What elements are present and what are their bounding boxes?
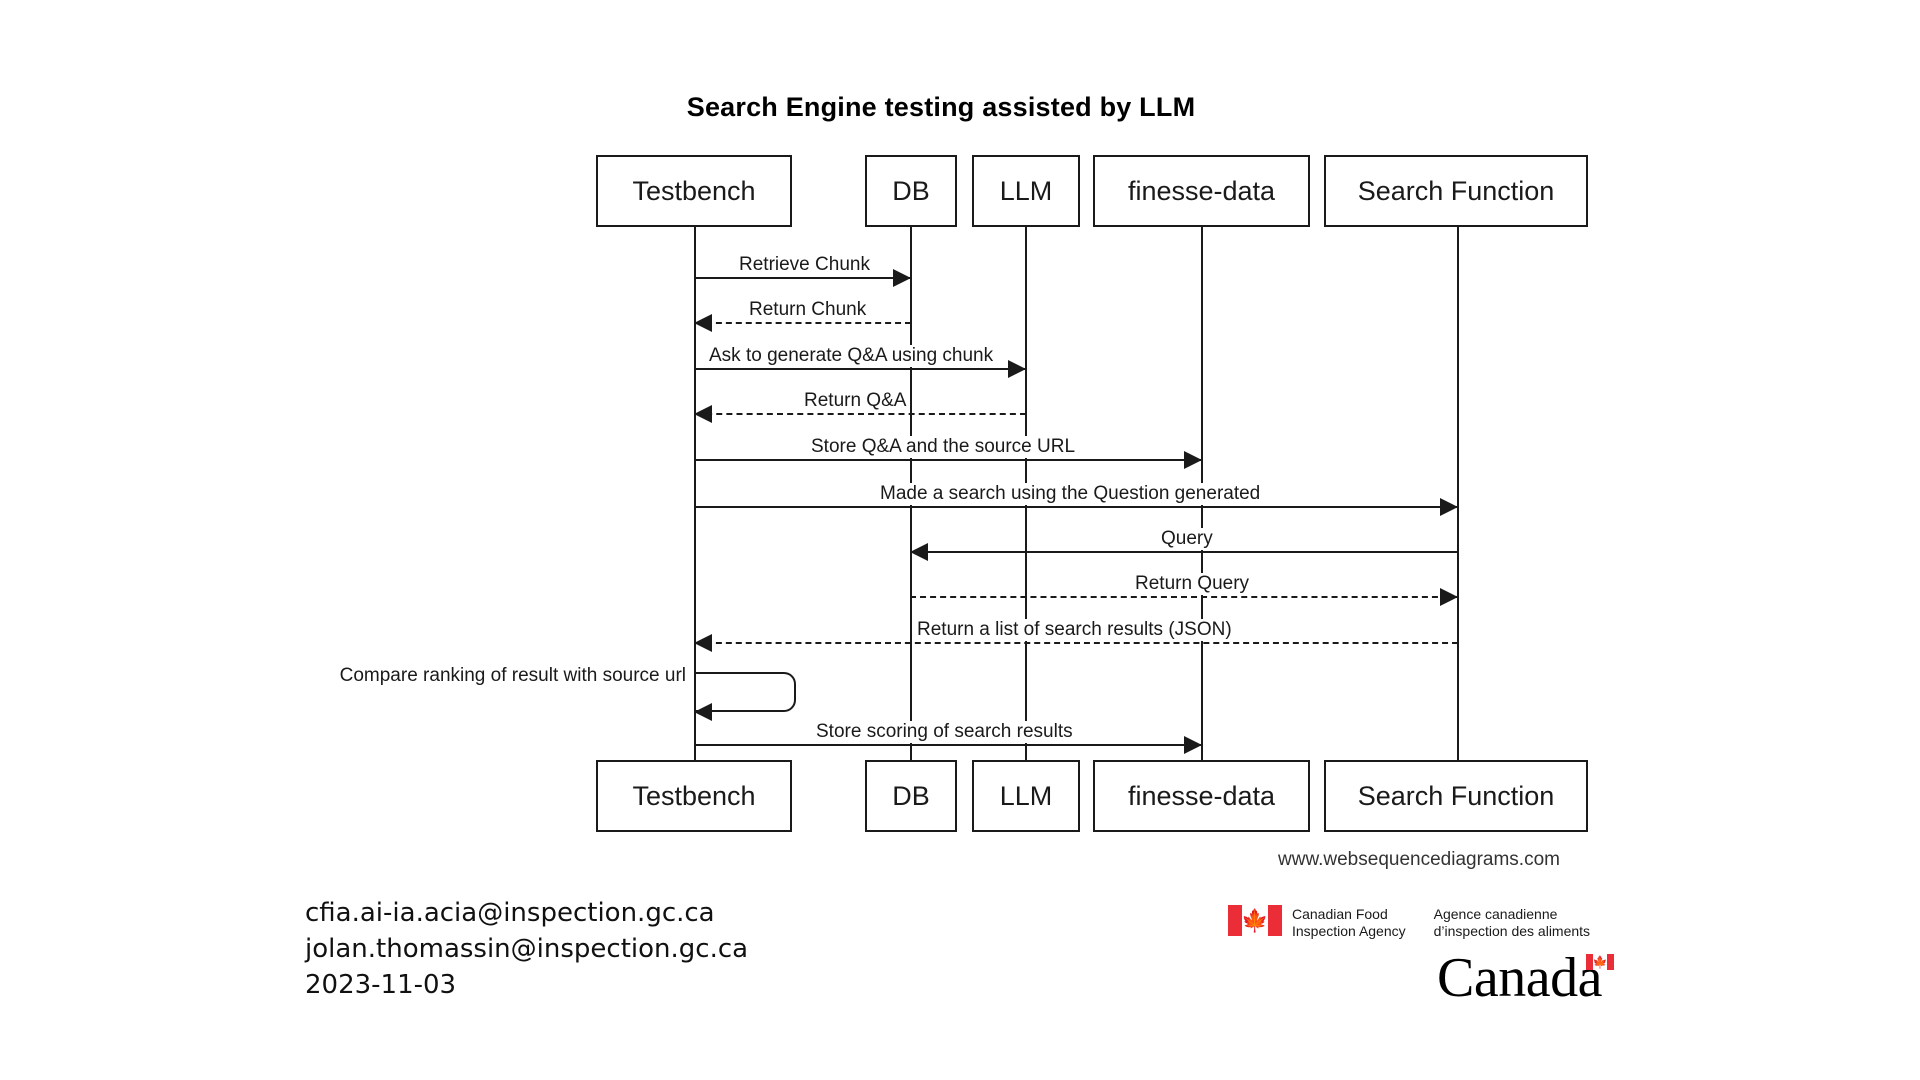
canada-wordmark-text: Canada: [1437, 947, 1602, 1009]
actor-box-search-top[interactable]: Search Function: [1324, 155, 1588, 227]
flag-bar-left: [1228, 905, 1242, 936]
diagram-title: Search Engine testing assisted by LLM: [0, 92, 1920, 123]
message-label-return-qa: Return Q&A: [800, 390, 911, 412]
actor-box-search-bottom[interactable]: Search Function: [1324, 760, 1588, 832]
message-line-ask-generate-qa: [694, 368, 1026, 370]
cfia-name-fr-line1: Agence canadienne: [1433, 906, 1558, 922]
message-label-return-results: Return a list of search results (JSON): [913, 619, 1236, 641]
message-line-return-results: [696, 642, 1458, 644]
watermark-link[interactable]: www.websequencediagrams.com: [1278, 849, 1560, 870]
message-label-ask-generate-qa: Ask to generate Q&A using chunk: [705, 345, 998, 367]
actor-label-testbench-top: Testbench: [632, 175, 756, 206]
flag-bar-right: [1268, 905, 1282, 936]
canadian-flag-icon: 🍁: [1228, 905, 1282, 936]
arrow-head-store-qa-url: [1184, 451, 1202, 469]
message-line-return-query: [910, 596, 1458, 598]
canada-wordmark: Canada 🍁: [1437, 950, 1614, 1006]
lifeline-search: [1457, 227, 1459, 760]
actor-box-finesse-top[interactable]: finesse-data: [1093, 155, 1310, 227]
message-label-made-search: Made a search using the Question generat…: [876, 483, 1265, 505]
message-label-retrieve-chunk: Retrieve Chunk: [735, 254, 874, 276]
message-label-store-scoring: Store scoring of search results: [812, 721, 1077, 743]
message-label-store-qa-url: Store Q&A and the source URL: [807, 436, 1080, 458]
self-message-loop-compare-ranking: [694, 672, 796, 712]
arrow-head-compare-ranking: [694, 703, 712, 721]
cfia-signature: 🍁 Canadian Food Inspection Agency Agence…: [1228, 905, 1590, 940]
message-line-query: [912, 551, 1458, 553]
actor-label-search-top: Search Function: [1357, 175, 1555, 206]
actor-box-db-top[interactable]: DB: [865, 155, 957, 227]
message-line-retrieve-chunk: [694, 277, 911, 279]
message-label-compare-ranking: Compare ranking of result with source ur…: [339, 665, 686, 686]
contact-email-generic: cfia.ai-ia.acia@inspection.gc.ca: [305, 898, 715, 928]
actor-label-testbench-bottom: Testbench: [632, 780, 756, 811]
arrow-head-query: [910, 543, 928, 561]
actor-label-finesse-top: finesse-data: [1127, 175, 1276, 206]
actor-box-testbench-bottom[interactable]: Testbench: [596, 760, 792, 832]
message-line-store-scoring: [694, 744, 1202, 746]
arrow-head-return-qa: [694, 405, 712, 423]
actor-label-llm-bottom: LLM: [999, 780, 1053, 811]
cfia-name-en-line1: Canadian Food: [1292, 906, 1388, 922]
actor-label-db-top: DB: [892, 175, 930, 206]
cfia-name-en-line2: Inspection Agency: [1292, 923, 1406, 939]
actor-label-search-bottom: Search Function: [1357, 780, 1555, 811]
lifeline-testbench: [694, 227, 696, 760]
cfia-name-fr-line2: d’inspection des aliments: [1433, 923, 1591, 939]
actor-label-llm-top: LLM: [999, 175, 1053, 206]
sequence-diagram: Testbench DB LLM finesse-data Search Fun…: [339, 155, 1588, 870]
contact-block: cfia.ai-ia.acia@inspection.gc.ca jolan.t…: [305, 895, 748, 1003]
canada-wordmark-flag-icon: 🍁: [1585, 954, 1614, 970]
contact-email-personal: jolan.thomassin@inspection.gc.ca: [305, 934, 749, 964]
actor-box-testbench-top[interactable]: Testbench: [596, 155, 792, 227]
message-line-store-qa-url: [694, 459, 1202, 461]
arrow-head-made-search: [1440, 498, 1458, 516]
message-line-made-search: [694, 506, 1458, 508]
arrow-head-return-chunk: [694, 314, 712, 332]
message-label-return-chunk: Return Chunk: [745, 299, 871, 321]
wordmark-maple-leaf-icon: 🍁: [1592, 955, 1608, 969]
arrow-head-return-results: [694, 634, 712, 652]
actor-box-db-bottom[interactable]: DB: [865, 760, 957, 832]
presentation-date: 2023-11-03: [305, 970, 457, 1000]
message-label-return-query: Return Query: [1131, 573, 1254, 595]
arrow-head-ask-generate-qa: [1008, 360, 1026, 378]
message-line-return-chunk: [696, 322, 911, 324]
maple-leaf-icon: 🍁: [1241, 907, 1269, 933]
cfia-name-fr: Agence canadienne d’inspection des alime…: [1434, 906, 1590, 940]
actor-label-db-bottom: DB: [892, 780, 930, 811]
actor-box-llm-top[interactable]: LLM: [972, 155, 1080, 227]
wordmark-flag-bar-right: [1606, 954, 1614, 970]
wordmark-flag-bar-left: [1585, 954, 1593, 970]
message-label-query: Query: [1157, 528, 1217, 550]
message-line-return-qa: [696, 413, 1026, 415]
cfia-name-en: Canadian Food Inspection Agency: [1292, 906, 1406, 940]
actor-box-finesse-bottom[interactable]: finesse-data: [1093, 760, 1310, 832]
diagram-title-text: Search Engine testing assisted by LLM: [686, 92, 1196, 122]
arrow-head-return-query: [1440, 588, 1458, 606]
arrow-head-retrieve-chunk: [893, 269, 911, 287]
actor-box-llm-bottom[interactable]: LLM: [972, 760, 1080, 832]
actor-label-finesse-bottom: finesse-data: [1127, 780, 1276, 811]
arrow-head-store-scoring: [1184, 736, 1202, 754]
